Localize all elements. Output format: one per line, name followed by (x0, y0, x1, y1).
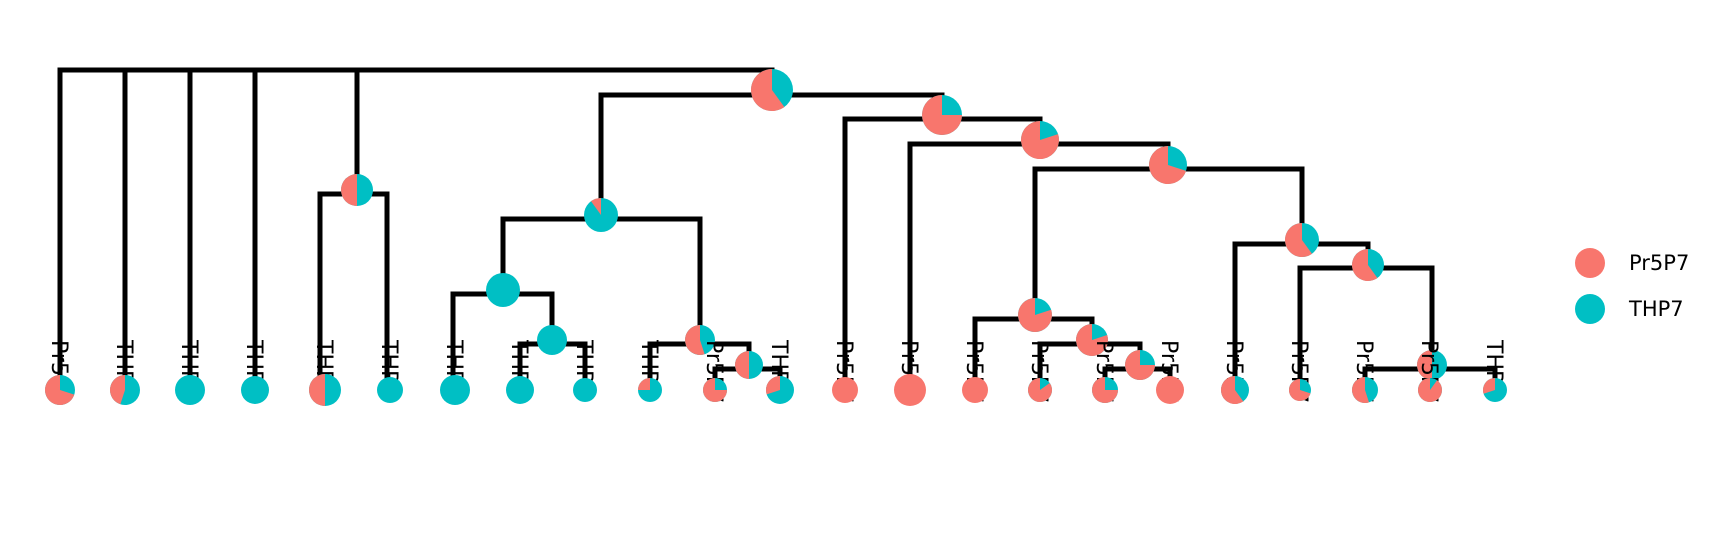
legend-label-pr5p7: Pr5P7 (1629, 251, 1690, 275)
leaf-pie (241, 376, 269, 404)
leaf-pie (110, 375, 140, 405)
leaf-pie-pr5p7 (1352, 377, 1370, 404)
legend-item-pr5p7: Pr5P7 (1575, 240, 1689, 286)
node-pie-n1-pr5p7 (341, 174, 357, 206)
leaf-pie-pr5p7 (1028, 378, 1053, 402)
node-pie-n6 (685, 325, 715, 356)
node-pie-n15 (1125, 350, 1155, 380)
node-pie-n18-pr5p7 (1417, 350, 1432, 380)
node-pie-n11-pr5p7 (1148, 146, 1187, 185)
node-pie-n18 (1417, 350, 1447, 380)
node-pie-n9 (922, 95, 962, 135)
node-pie-n5 (486, 273, 520, 307)
leaf-pie (1156, 376, 1184, 404)
leaf-pie (573, 378, 597, 402)
node-pie-n10 (1021, 121, 1059, 160)
node-pie-n2-pr5p7 (591, 198, 601, 215)
leaf-pie (1092, 377, 1118, 403)
leaf-pie (962, 377, 988, 403)
leaf-pie (1418, 378, 1443, 402)
node-pie-n16 (1352, 249, 1384, 281)
leaf-pie-pr5p7 (1220, 376, 1244, 404)
node-pie-n9-pr5p7 (922, 95, 962, 135)
node-pie-n11 (1148, 146, 1187, 185)
leaf-pie-thp7 (175, 375, 205, 405)
leaf-pie-pr5p7 (1289, 379, 1311, 401)
legend-item-thp7: THP7 (1575, 286, 1689, 332)
leaf-pie (1220, 376, 1249, 404)
leaf-pie-pr5p7 (703, 378, 727, 402)
leaf-pie-pr5p7 (1156, 376, 1184, 404)
leaf-pie (309, 374, 341, 406)
leaf-pies (45, 374, 1507, 406)
leaf-pie (440, 375, 470, 405)
leaf-pie-pr5p7 (45, 375, 75, 406)
node-pie-n12-pr5p7 (1017, 298, 1052, 332)
leaf-pie (638, 378, 662, 402)
legend-label-thp7: THP7 (1629, 297, 1684, 321)
leaf-pie (832, 377, 858, 403)
leaf-pie-thp7 (573, 378, 597, 402)
leaf-pie (703, 378, 727, 402)
node-pie-n8-pr5p7 (735, 351, 749, 379)
node-pie-n8 (735, 351, 763, 379)
leaf-pie-pr5p7 (1483, 378, 1495, 394)
node-pie-n12 (1017, 298, 1052, 332)
node-pie-n1 (341, 174, 373, 206)
leaf-pie (45, 375, 75, 406)
leaf-pie (1028, 378, 1053, 402)
leaf-pie-thp7 (377, 377, 403, 403)
leaf-pie-thp7 (506, 376, 534, 404)
node-pie-n14-pr5p7 (1076, 324, 1108, 356)
node-pie-n13 (1285, 223, 1319, 257)
node-pie-n14 (1076, 324, 1108, 356)
leaf-pie-pr5p7 (894, 374, 926, 406)
leaf-pie (175, 375, 205, 405)
node-pie-n13-pr5p7 (1285, 223, 1312, 257)
leaf-pie-pr5p7 (1092, 377, 1118, 403)
leaf-pie (1352, 377, 1378, 404)
node-pie-n5-thp7 (486, 273, 520, 307)
node-pie-n7 (537, 325, 567, 355)
leaf-pie-thp7 (440, 375, 470, 405)
legend-swatch-thp7 (1575, 294, 1605, 324)
node-pie-n16-pr5p7 (1352, 249, 1378, 281)
leaf-pie-pr5p7 (962, 377, 988, 403)
node-pie-n2 (584, 198, 618, 232)
leaf-pie (766, 376, 794, 404)
leaf-pie (377, 377, 403, 403)
legend: Pr5P7 THP7 (1575, 240, 1689, 332)
leaf-pie-pr5p7 (110, 375, 125, 405)
leaf-pie-pr5p7 (1418, 378, 1443, 402)
node-pie-root (751, 69, 793, 111)
leaf-pie (1289, 379, 1311, 401)
node-pie-n15-pr5p7 (1125, 350, 1155, 380)
node-pie-root-pr5p7 (751, 69, 785, 111)
leaf-pie-pr5p7 (309, 374, 325, 406)
leaf-pie (506, 376, 534, 404)
internal-node-pies (341, 69, 1447, 380)
leaf-pie-pr5p7 (638, 378, 650, 390)
leaf-pie-pr5p7 (766, 376, 780, 395)
leaf-pie-pr5p7 (832, 377, 858, 403)
node-pie-n6-pr5p7 (685, 325, 705, 356)
leaf-pie (894, 374, 926, 406)
leaf-pie-thp7 (241, 376, 269, 404)
node-pie-n7-thp7 (537, 325, 567, 355)
leaf-pie (1483, 378, 1507, 402)
legend-swatch-pr5p7 (1575, 248, 1605, 278)
node-pie-n10-pr5p7 (1021, 121, 1059, 160)
